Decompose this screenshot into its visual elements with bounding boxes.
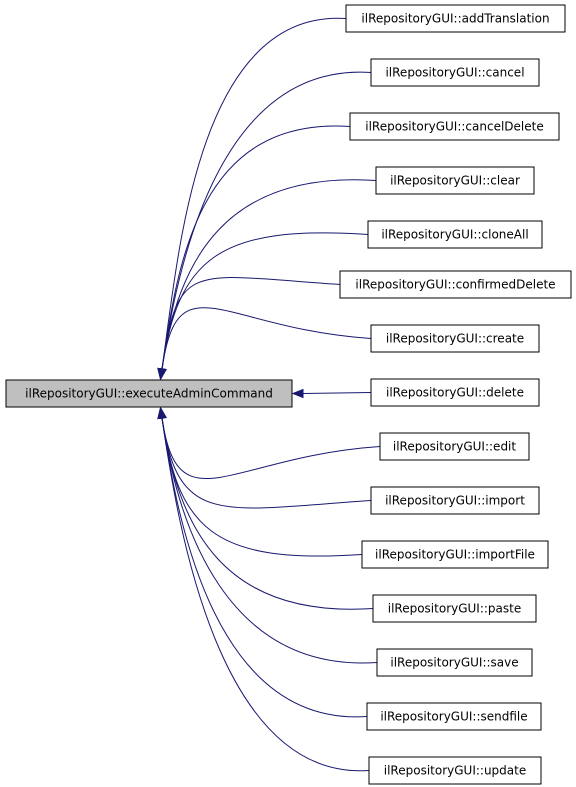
- caller-node[interactable]: ilRepositoryGUI::confirmedDelete: [339, 270, 572, 299]
- call-edge: [161, 417, 378, 664]
- caller-node-label: ilRepositoryGUI::import: [385, 494, 525, 508]
- caller-node-box: [376, 648, 533, 677]
- caller-node-label: ilRepositoryGUI::cancelDelete: [365, 120, 543, 134]
- caller-node-box: [368, 756, 542, 785]
- call-edge: [161, 417, 372, 509]
- call-edge: [161, 232, 369, 370]
- caller-node-box: [370, 486, 540, 515]
- caller-node-label: ilRepositoryGUI::confirmedDelete: [355, 278, 555, 292]
- caller-node-box: [370, 324, 540, 353]
- caller-node-label: ilRepositoryGUI::cancel: [385, 66, 524, 80]
- call-edge: [161, 307, 372, 370]
- caller-node-box: [375, 166, 535, 195]
- caller-node-box: [366, 702, 542, 731]
- edges: [157, 17, 381, 772]
- caller-node[interactable]: ilRepositoryGUI::clear: [375, 166, 535, 195]
- caller-node-box: [339, 270, 572, 299]
- caller-node-box: [361, 540, 549, 569]
- caller-node[interactable]: ilRepositoryGUI::addTranslation: [345, 4, 566, 33]
- call-edge: [161, 417, 368, 718]
- target-node-label: ilRepositoryGUI::executeAdminCommand: [25, 387, 273, 401]
- caller-node-box: [345, 4, 566, 33]
- call-edge: [161, 417, 370, 772]
- caller-node-label: ilRepositoryGUI::update: [384, 764, 526, 778]
- call-edge: [302, 392, 372, 394]
- caller-node-box: [367, 220, 543, 249]
- caller-node-label: ilRepositoryGUI::create: [386, 332, 524, 346]
- nodes: ilRepositoryGUI::executeAdminCommandilRe…: [5, 4, 572, 785]
- caller-node[interactable]: ilRepositoryGUI::importFile: [361, 540, 549, 569]
- caller-node-box: [349, 112, 560, 141]
- caller-node[interactable]: ilRepositoryGUI::import: [370, 486, 540, 515]
- arrowhead: [157, 406, 167, 420]
- call-edge: [161, 417, 381, 480]
- caller-node[interactable]: ilRepositoryGUI::cancelDelete: [349, 112, 560, 141]
- caller-node-box: [379, 432, 530, 461]
- caller-node[interactable]: ilRepositoryGUI::cancel: [370, 58, 540, 87]
- caller-node-label: ilRepositoryGUI::paste: [388, 602, 522, 616]
- caller-node[interactable]: ilRepositoryGUI::delete: [370, 378, 540, 407]
- call-edge: [161, 417, 363, 557]
- caller-node-box: [372, 594, 537, 623]
- arrowhead: [291, 388, 304, 399]
- caller-node[interactable]: ilRepositoryGUI::edit: [379, 432, 530, 461]
- caller-node[interactable]: ilRepositoryGUI::update: [368, 756, 542, 785]
- call-edge: [161, 125, 351, 370]
- caller-node-label: ilRepositoryGUI::addTranslation: [361, 12, 549, 26]
- caller-node-label: ilRepositoryGUI::edit: [393, 440, 517, 454]
- arrowhead: [157, 367, 167, 381]
- caller-node[interactable]: ilRepositoryGUI::save: [376, 648, 533, 677]
- caller-node-label: ilRepositoryGUI::importFile: [375, 548, 535, 562]
- call-edge: [161, 17, 347, 370]
- caller-node[interactable]: ilRepositoryGUI::sendfile: [366, 702, 542, 731]
- caller-node-label: ilRepositoryGUI::delete: [386, 386, 524, 400]
- caller-node-label: ilRepositoryGUI::clear: [390, 174, 520, 188]
- caller-node-label: ilRepositoryGUI::save: [390, 656, 518, 670]
- caller-node-label: ilRepositoryGUI::cloneAll: [381, 228, 528, 242]
- target-node[interactable]: ilRepositoryGUI::executeAdminCommand: [5, 379, 293, 408]
- caller-node-box: [370, 58, 540, 87]
- caller-node[interactable]: ilRepositoryGUI::create: [370, 324, 540, 353]
- call-edge: [161, 71, 372, 370]
- caller-node-label: ilRepositoryGUI::sendfile: [380, 710, 527, 724]
- caller-node[interactable]: ilRepositoryGUI::paste: [372, 594, 537, 623]
- caller-node[interactable]: ilRepositoryGUI::cloneAll: [367, 220, 543, 249]
- caller-node-box: [370, 378, 540, 407]
- target-node-box: [5, 379, 293, 408]
- call-edge: [161, 277, 341, 370]
